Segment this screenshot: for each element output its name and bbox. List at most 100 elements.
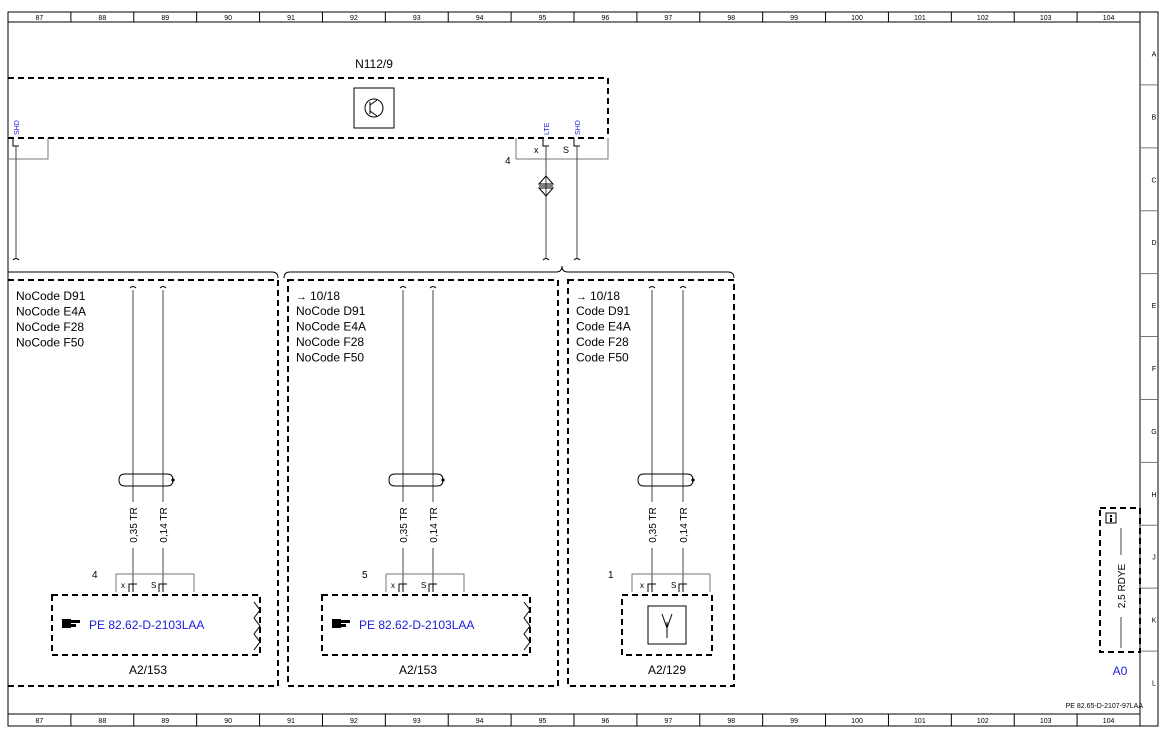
connector-number: 5 (362, 570, 368, 581)
column-label: 103 (1040, 15, 1052, 22)
transistor-icon (364, 98, 384, 118)
column-label: 102 (977, 15, 989, 22)
row-label: K (1152, 618, 1157, 625)
code-label: Code D91 (576, 304, 630, 318)
row-label: G (1151, 429, 1156, 436)
signal-label: SHD (575, 120, 582, 135)
svg-text:x: x (534, 145, 539, 155)
section-ref: 10/18 (310, 289, 340, 303)
pin-label: S (151, 581, 156, 590)
column-label: 93 (413, 718, 421, 725)
column-label: 101 (914, 15, 926, 22)
column-label: 89 (161, 15, 169, 22)
column-label: 90 (224, 15, 232, 22)
device-boundary (51, 594, 261, 656)
document-reference-link[interactable]: PE 82.62-D-2103LAA (359, 618, 474, 632)
pin-label: S (671, 581, 676, 590)
code-label: NoCode F50 (16, 336, 84, 350)
section-ref: 10/18 (590, 289, 620, 303)
column-label: 89 (161, 718, 169, 725)
column-label: 91 (287, 15, 295, 22)
device-name: A2/153 (129, 663, 167, 677)
wire-label: 0,14 TR (159, 507, 170, 542)
pin-label: x (121, 581, 125, 590)
top-connector-number: 4 (505, 156, 511, 167)
section-boundary (567, 279, 735, 687)
pin-label: x (640, 581, 644, 590)
column-label: 87 (36, 15, 44, 22)
code-label: NoCode F50 (296, 351, 364, 365)
row-label: D (1151, 240, 1156, 247)
info-icon (1105, 512, 1117, 524)
antenna-icon (661, 613, 673, 638)
ref-arrow-icon: → (576, 291, 587, 303)
column-label: 96 (602, 718, 610, 725)
column-label: 104 (1103, 15, 1115, 22)
document-reference-link[interactable]: PE 82.62-D-2103LAA (89, 618, 204, 632)
column-label: 88 (98, 718, 106, 725)
column-label: 97 (664, 718, 672, 725)
row-label: H (1151, 492, 1156, 499)
column-label: 92 (350, 718, 358, 725)
column-label: 94 (476, 15, 484, 22)
signal-label: LTE (544, 122, 551, 135)
column-label: 88 (98, 15, 106, 22)
column-label: 98 (727, 15, 735, 22)
column-label: 99 (790, 15, 798, 22)
column-label: 92 (350, 15, 358, 22)
connector-number: 4 (92, 570, 98, 581)
column-label: 98 (727, 718, 735, 725)
column-label: 87 (36, 718, 44, 725)
reference-hand-icon (62, 619, 80, 628)
ground-panel-boundary (1099, 507, 1141, 653)
column-label: 91 (287, 718, 295, 725)
column-label: 102 (977, 718, 989, 725)
column-label: 93 (413, 15, 421, 22)
column-label: 101 (914, 718, 926, 725)
connector-number: 1 (608, 570, 614, 581)
shield-loop (637, 473, 694, 487)
column-label: 97 (664, 15, 672, 22)
pin-label: x (391, 581, 395, 590)
code-label: NoCode D91 (296, 304, 366, 318)
reference-hand-icon (332, 619, 350, 628)
top-pin-shd-right: SHD S (563, 120, 582, 155)
code-label: Code E4A (576, 320, 631, 334)
section-boundary (8, 279, 279, 687)
wire-label: 0,35 TR (399, 507, 410, 542)
column-label: 104 (1103, 718, 1115, 725)
code-label: NoCode F28 (16, 320, 84, 334)
top-pin-shd-left: SHD (12, 120, 21, 147)
top-module-boundary (8, 77, 609, 138)
column-label: 96 (602, 15, 610, 22)
svg-text:S: S (563, 145, 569, 155)
ground-label: A0 (1113, 664, 1128, 678)
signal-label: SHD (14, 120, 21, 135)
device-boundary (321, 594, 531, 656)
column-label: 103 (1040, 718, 1052, 725)
wire-label: 0,35 TR (129, 507, 140, 542)
code-label: Code F50 (576, 351, 629, 365)
pin-label: S (421, 581, 426, 590)
column-label: 95 (539, 718, 547, 725)
antenna-symbol (647, 605, 687, 645)
top-module-name: N112/9 (355, 57, 393, 71)
footer-doc-id: PE 82.65-D-2107-97LAA (1066, 703, 1144, 710)
splice-symbol (537, 175, 555, 197)
device-name: A2/153 (399, 663, 437, 677)
device-name: A2/129 (648, 663, 686, 677)
row-label: C (1151, 177, 1156, 184)
control-unit-symbol (353, 87, 395, 129)
row-label: L (1152, 681, 1156, 688)
section-boundary (287, 279, 559, 687)
wire-label: 0,14 TR (679, 507, 690, 542)
column-label: 100 (851, 15, 863, 22)
row-label: J (1152, 555, 1156, 562)
side-panel: 2,5 RDYE A0 (1099, 507, 1141, 678)
